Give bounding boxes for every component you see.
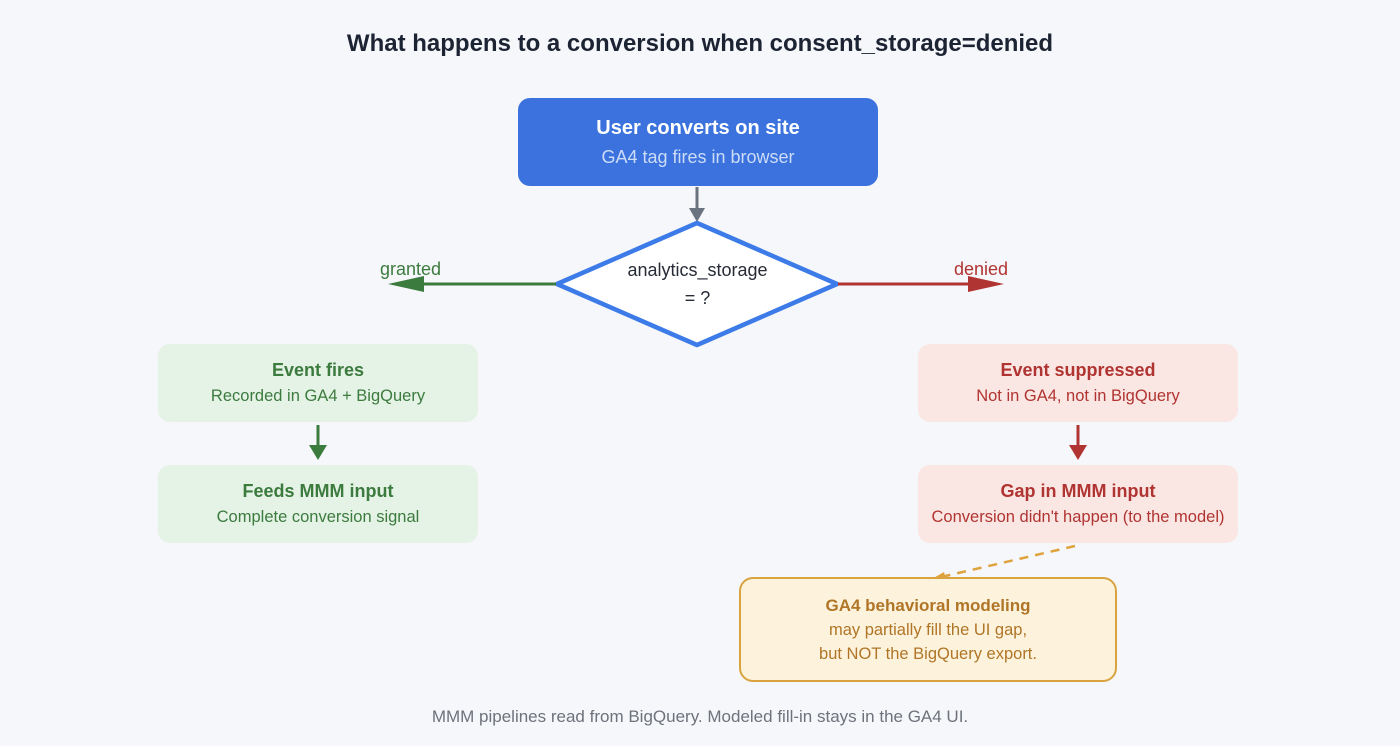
node-event-fires-title: Event fires — [271, 360, 365, 380]
branch-label-denied: denied — [953, 259, 1009, 279]
dashed-callout-line-icon — [930, 544, 1076, 580]
node-event-fires-subtitle: Recorded in GA4 + BigQuery — [210, 387, 426, 405]
node-event-suppressed-subtitle: Not in GA4, not in BigQuery — [976, 387, 1180, 405]
note-line2: may partially fill the UI gap, — [828, 620, 1028, 639]
node-decision-analytics-storage: analytics_storage = ? — [557, 223, 838, 345]
node-feeds-mmm-input: Feeds MMM input Complete conversion sign… — [158, 465, 478, 543]
node-feeds-mmm-subtitle: Complete conversion signal — [216, 508, 420, 526]
node-event-fires: Event fires Recorded in GA4 + BigQuery — [158, 344, 478, 422]
node-user-converts-subtitle: GA4 tag fires in browser — [601, 146, 795, 167]
branch-label-granted: granted — [379, 259, 442, 279]
arrow-left-granted-icon — [388, 276, 556, 292]
page-title: What happens to a conversion when consen… — [346, 30, 1054, 57]
decision-diamond-shape — [554, 220, 840, 348]
arrow-down-red-icon — [1069, 425, 1087, 460]
note-line3: but NOT the BigQuery export. — [819, 644, 1037, 663]
node-event-suppressed: Event suppressed Not in GA4, not in BigQ… — [918, 344, 1238, 422]
decision-line1: analytics_storage — [627, 259, 768, 280]
arrow-down-start-to-decision-icon — [689, 187, 705, 222]
footer-note: MMM pipelines read from BigQuery. Modele… — [431, 707, 969, 726]
node-user-converts: User converts on site GA4 tag fires in b… — [518, 98, 878, 186]
node-feeds-mmm-title: Feeds MMM input — [242, 481, 394, 501]
arrow-down-green-icon — [309, 425, 327, 460]
node-gap-mmm-subtitle: Conversion didn't happen (to the model) — [931, 508, 1225, 526]
node-user-converts-title: User converts on site — [596, 116, 800, 139]
node-behavioral-modeling-note: GA4 behavioral modeling may partially fi… — [739, 577, 1117, 682]
arrow-right-denied-icon — [838, 276, 1004, 292]
node-gap-mmm-title: Gap in MMM input — [1000, 481, 1156, 501]
node-gap-mmm-input: Gap in MMM input Conversion didn't happe… — [918, 465, 1238, 543]
node-event-suppressed-title: Event suppressed — [1000, 360, 1156, 380]
decision-line2: = ? — [684, 287, 711, 308]
note-title: GA4 behavioral modeling — [825, 595, 1031, 615]
